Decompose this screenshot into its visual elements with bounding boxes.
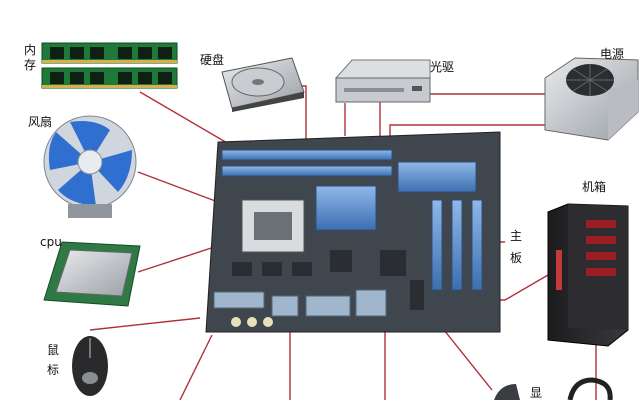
line-keyboard [179,334,213,401]
label-optical: 光驱 [430,60,455,74]
cpu-chip [43,241,141,307]
label-case: 机箱 [582,180,607,194]
partial-device [494,377,613,401]
label-partial: 显 [530,386,543,400]
motherboard [205,131,501,333]
power-supply [544,57,639,141]
optical-drive [334,59,431,103]
line-psu2 [389,124,555,138]
label-psu: 电源 [600,47,625,61]
label-memory: 内存 [23,43,36,72]
label-cpu: cpu [40,235,62,249]
line-mouse [89,317,201,331]
memory-sticks [41,42,178,89]
label-board: 主板 [509,229,522,265]
computer-case [547,203,629,347]
label-hdd: 硬盘 [200,53,225,67]
mouse-device [72,336,108,396]
cooling-fan [43,115,137,218]
label-mouse: 鼠标 [46,343,59,377]
hard-disk [221,57,305,112]
label-fan: 风扇 [28,115,53,129]
